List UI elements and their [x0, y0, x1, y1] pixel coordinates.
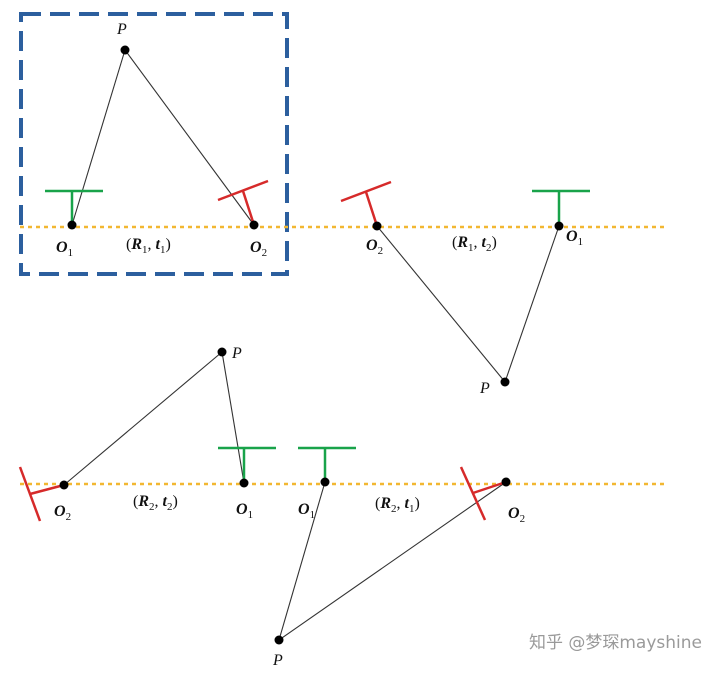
camera-o2-axis	[29, 483, 65, 496]
point-p	[500, 377, 510, 387]
label-p: P	[272, 652, 283, 669]
center-o1	[320, 477, 330, 487]
point-p	[217, 347, 227, 357]
ray-o2-p	[278, 481, 507, 641]
camera-o2-axis	[241, 190, 256, 226]
label-right-center: O2	[250, 239, 267, 259]
camera-o2-axis	[364, 191, 379, 227]
center-o2	[249, 220, 259, 230]
point-p	[120, 45, 130, 55]
label-transform: (R2, t2)	[133, 493, 178, 513]
center-o1	[239, 478, 249, 488]
ray-o1-p	[504, 225, 560, 383]
panel-bottom-right: P O1 O2 (R2, t1)	[272, 446, 525, 669]
ray-o1-p	[221, 351, 245, 484]
camera-o2-axis	[472, 480, 507, 495]
label-p: P	[479, 380, 490, 397]
camera-o2-image-plane	[217, 179, 269, 202]
center-o1	[554, 221, 564, 231]
label-right-center: O1	[236, 501, 253, 521]
label-transform: (R2, t1)	[375, 495, 420, 515]
label-left-center: O1	[298, 501, 315, 521]
label-transform: (R1, t1)	[126, 236, 171, 256]
ray-o1-p	[278, 481, 326, 641]
label-p: P	[116, 21, 127, 38]
center-o1	[67, 220, 77, 230]
ray-p-o1	[71, 49, 126, 226]
label-transform: (R1, t2)	[452, 234, 497, 254]
center-o2	[372, 221, 382, 231]
camera-o2-image-plane	[340, 180, 392, 203]
label-left-center: O2	[54, 503, 71, 523]
center-o2	[501, 477, 511, 487]
label-right-center: O2	[508, 505, 525, 525]
ray-o2-p	[376, 225, 506, 383]
panel-top-left: P O1 O2 (R1, t1)	[45, 21, 269, 259]
panel-top-right: P O2 O1 (R1, t2)	[340, 180, 590, 397]
label-left-center: O1	[56, 239, 73, 259]
center-o2	[59, 480, 69, 490]
camera-o2-image-plane	[459, 466, 487, 521]
ray-p-o2	[124, 49, 255, 226]
ray-o2-p	[63, 351, 223, 486]
label-p: P	[231, 345, 242, 362]
highlight-box	[19, 12, 289, 276]
point-p	[274, 635, 284, 645]
label-right-center: O1	[566, 228, 583, 248]
panel-bottom-left: P O2 O1 (R2, t2)	[18, 345, 276, 523]
watermark-text: 知乎 @梦琛mayshine	[529, 633, 702, 653]
label-left-center: O2	[366, 237, 383, 257]
